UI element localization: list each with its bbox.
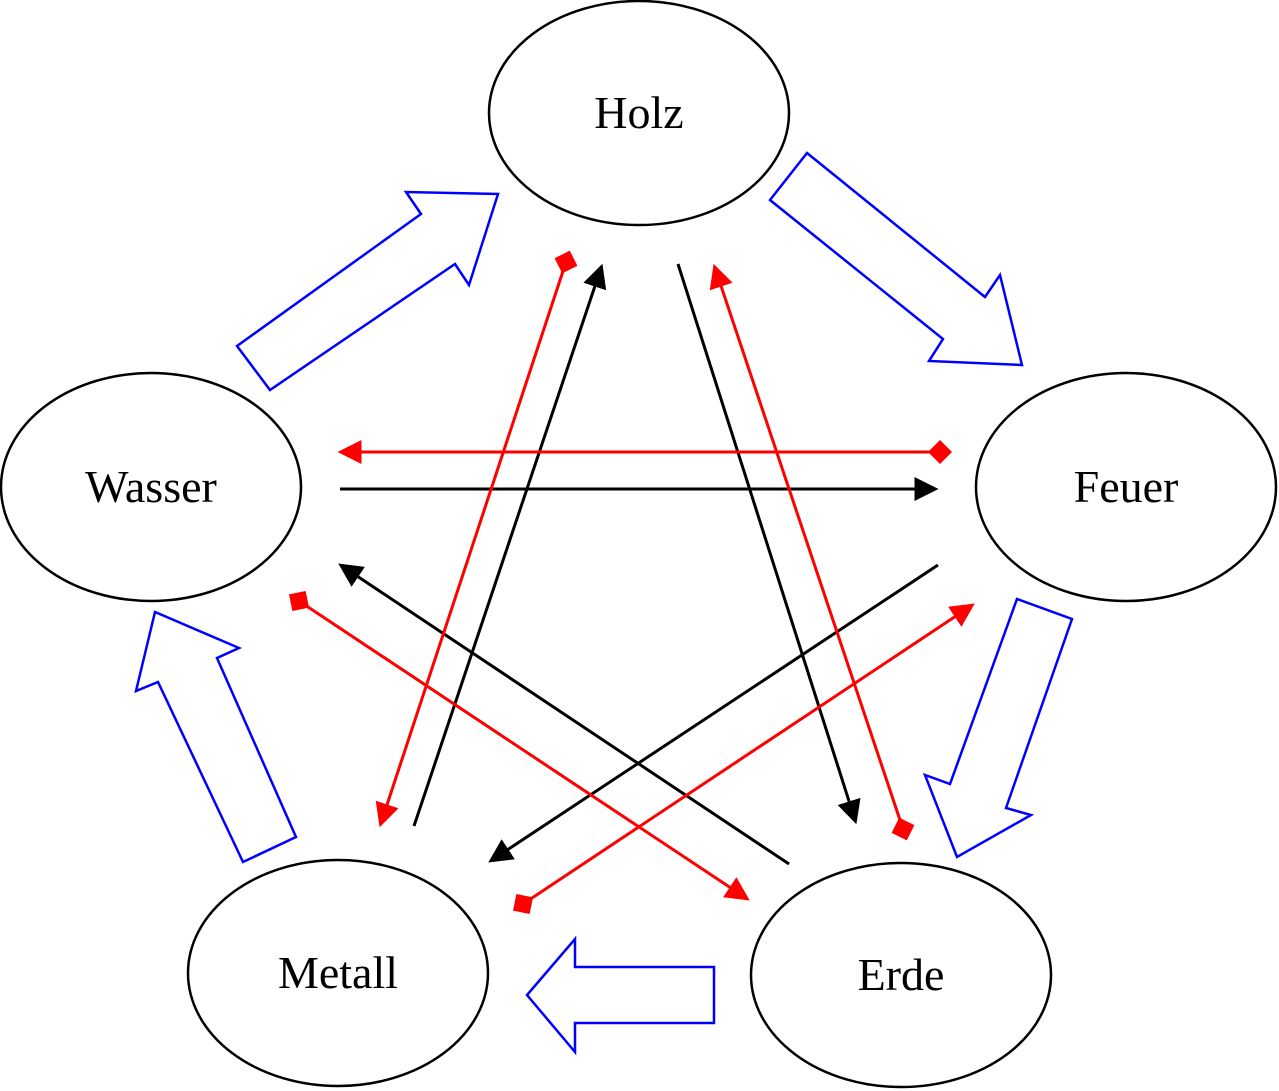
- controlling-arrow-holz-erde: [676, 263, 861, 825]
- node-label-feuer: Feuer: [1074, 461, 1179, 512]
- insulting-arrow-metall-feuer: [513, 603, 975, 914]
- insulting-arrow-wasser-erde: [289, 591, 750, 901]
- node-wasser: Wasser: [0, 371, 303, 603]
- controlling-cycle: [338, 263, 939, 866]
- generating-arrow-erde-metall: [525, 935, 716, 1056]
- node-label-holz: Holz: [594, 87, 683, 138]
- controlling-arrow-metall-holz: [412, 263, 607, 827]
- insulting-cycle: [289, 250, 975, 914]
- insulting-arrow-erde-holz: [709, 263, 915, 841]
- generating-arrow-metall-wasser: [134, 610, 298, 864]
- node-metall: Metall: [186, 858, 490, 1088]
- node-label-wasser: Wasser: [85, 461, 217, 512]
- generating-arrow-feuer-erde: [922, 597, 1074, 859]
- node-holz: Holz: [487, 0, 791, 227]
- node-erde: Erde: [749, 861, 1053, 1089]
- generating-arrow-holz-feuer: [768, 151, 1024, 367]
- node-label-metall: Metall: [278, 947, 398, 998]
- controlling-arrow-erde-wasser: [338, 563, 790, 866]
- generating-arrow-wasser-holz: [235, 190, 500, 392]
- insulting-arrow-holz-metall: [375, 250, 578, 828]
- node-feuer: Feuer: [974, 371, 1278, 603]
- node-label-erde: Erde: [858, 949, 945, 1000]
